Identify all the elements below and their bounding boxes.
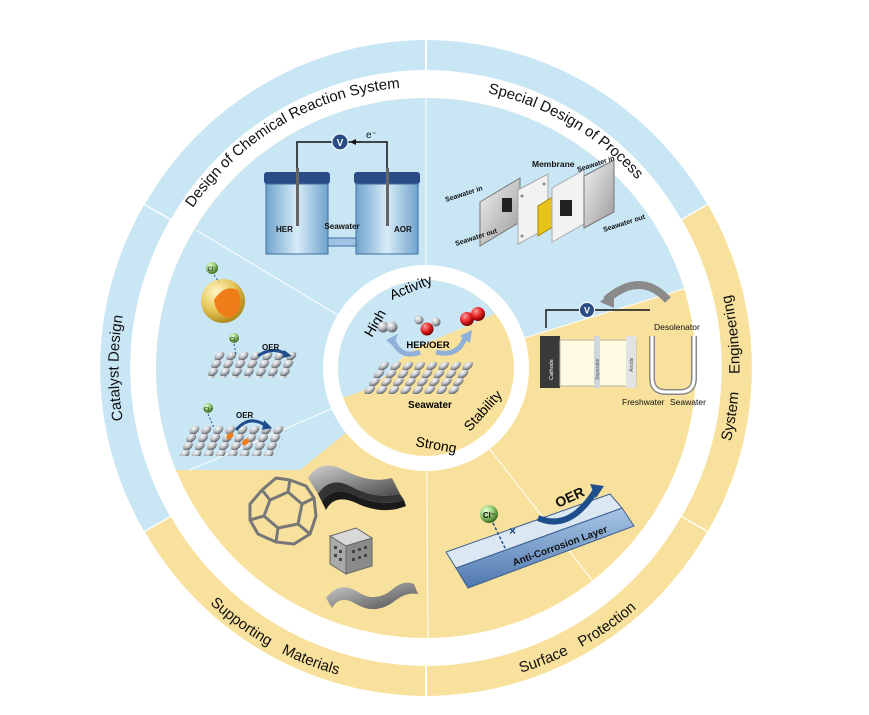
system-voltmeter-icon (579, 302, 595, 318)
outer-segment-chemical-system (145, 40, 425, 219)
catalyst-oer-1: OER (262, 343, 280, 352)
o2-molecule (460, 307, 485, 326)
panel-supporting-materials (248, 465, 418, 610)
chloride-label: Cl⁻ (483, 511, 495, 520)
outer-segment-supporting-materials (145, 517, 425, 696)
outer-segment-system-engineering (682, 205, 752, 531)
outer-ring (100, 40, 752, 696)
reaction-arrowhead-left (386, 334, 398, 346)
electron-label: e⁻ (366, 130, 377, 141)
panel-system-engineering: V Cathode Separator Anode Desolenator Fr… (540, 281, 706, 407)
outer-segment-process (427, 40, 707, 219)
cage-structure-icon (248, 476, 318, 546)
outer-segment-surface-protection (427, 517, 707, 696)
center-label-her-oer: HER/OER (406, 340, 449, 351)
wavy-sheet-icon (326, 582, 418, 610)
panel-catalyst-design: Cl⁻ Cl⁻ OER Cl⁻ OER (177, 262, 299, 456)
catalyst-ball-layer-1 (204, 352, 299, 378)
separator-label: Separator (595, 358, 601, 380)
reaction-arrowhead-right (460, 330, 472, 343)
reaction-seawater-label: Seawater (324, 222, 359, 231)
desolenator-label: Desolenator (654, 322, 700, 332)
chloride-ion-icon (480, 505, 498, 523)
aor-label: AOR (394, 225, 412, 234)
catalyst-chloride-1: Cl⁻ (208, 267, 217, 273)
membrane-label: Membrane (532, 159, 575, 169)
catalyst-chloride-2: Cl⁻ (230, 337, 238, 343)
catalyst-ball-layer-2 (177, 426, 288, 456)
catalyst-oer-2: OER (236, 411, 254, 420)
label-catalyst-design: Catalyst Design (105, 314, 126, 423)
layered-sheet-icon (308, 465, 406, 511)
her-label: HER (276, 225, 293, 234)
blocked-cross-icon: × (509, 524, 516, 538)
h2o-molecule (414, 315, 441, 336)
catalyst-chloride-3: Cl⁻ (204, 407, 212, 413)
h2-molecule (377, 321, 398, 333)
voltmeter-label: V (337, 138, 344, 149)
system-voltmeter-label: V (584, 306, 590, 316)
system-seawater-label: Seawater (670, 397, 706, 407)
anode-label: Anode (629, 357, 635, 372)
cathode-label: Cathode (549, 359, 555, 380)
oer-arrow (536, 488, 599, 525)
center-label-seawater: Seawater (408, 400, 452, 411)
porous-cube-icon (328, 527, 374, 575)
panel-process: Membrane Seawater in Seawater out Seawat… (444, 155, 646, 248)
center-label-strong: Strong (414, 433, 457, 456)
outer-segment-catalyst-design (100, 205, 170, 531)
center-ball-substrate (361, 362, 476, 394)
voltmeter-icon (331, 133, 349, 151)
panel-reaction-system: V e⁻ HER AOR Seawater (264, 130, 420, 255)
freshwater-label: Freshwater (622, 397, 665, 407)
